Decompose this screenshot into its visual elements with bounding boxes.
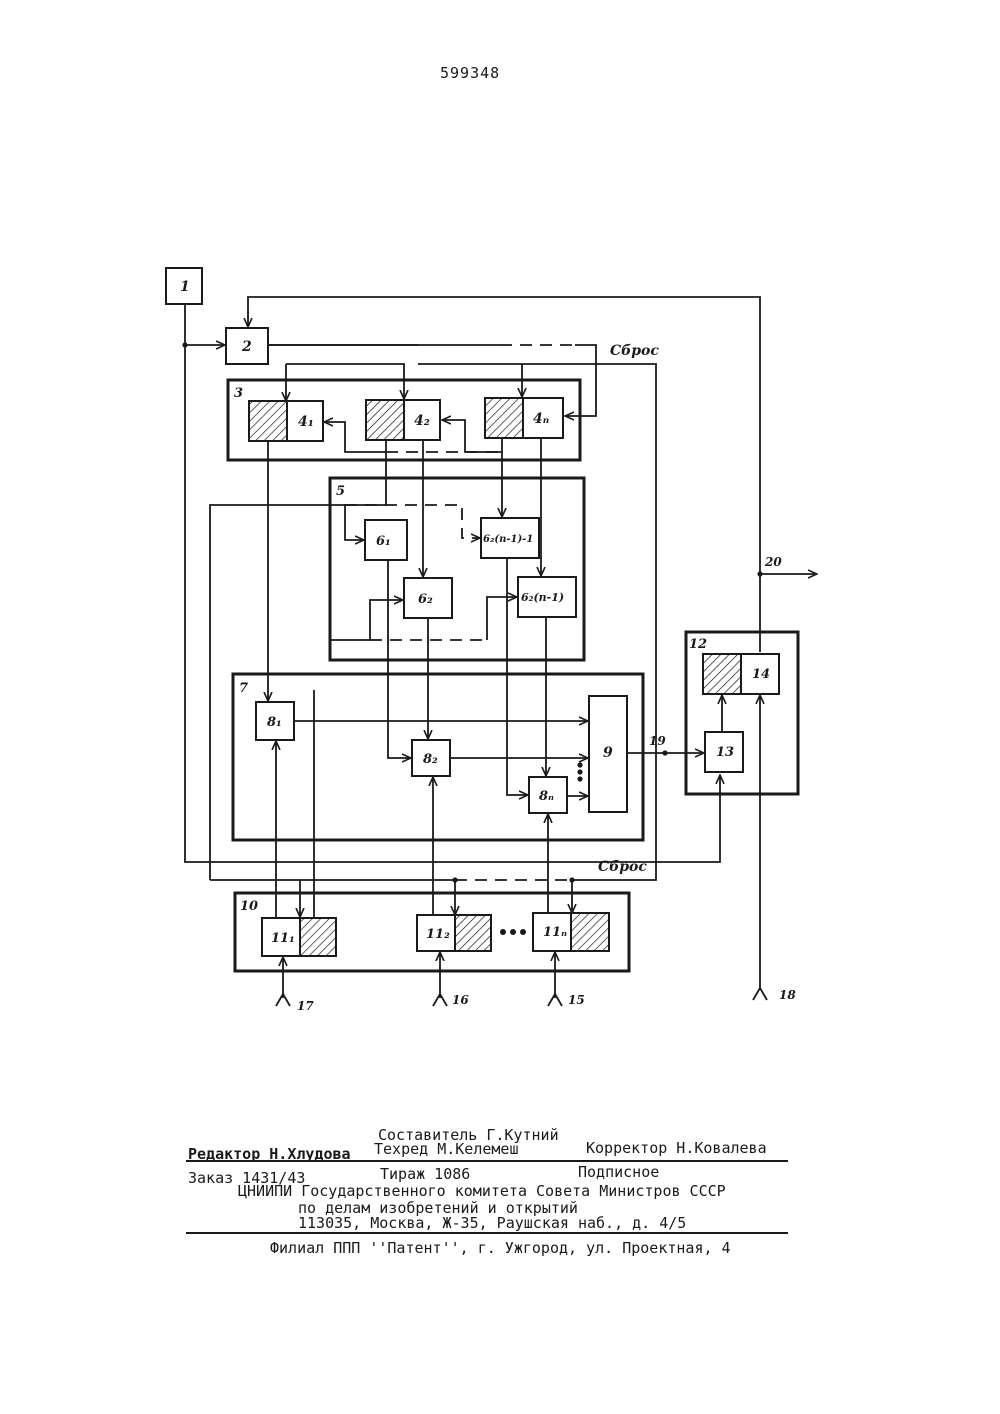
label-block-14: 14 bbox=[752, 667, 770, 682]
label-group-10: 10 bbox=[240, 899, 258, 914]
branch: Филиал ППП ''Патент'', г. Ужгород, ул. П… bbox=[270, 1239, 731, 1257]
address: 113035, Москва, Ж-35, Раушская наб., д. … bbox=[298, 1214, 686, 1232]
register-4-1-hatched bbox=[249, 401, 287, 441]
imprint-divider bbox=[186, 1160, 788, 1162]
label-block-1: 1 bbox=[180, 279, 190, 295]
label-node-19: 19 bbox=[649, 734, 666, 748]
label-block-8-n: 8ₙ bbox=[539, 789, 554, 804]
label-input-18: 18 bbox=[779, 988, 796, 1002]
label-reset-top: Сброс bbox=[610, 343, 659, 359]
label-block-6-2: 6₂ bbox=[418, 592, 433, 607]
label-block-11-2: 11₂ bbox=[426, 927, 450, 942]
label-register-4-n: 4ₙ bbox=[533, 411, 549, 427]
register-4-2-hatched bbox=[366, 400, 404, 440]
label-block-8-2: 8₂ bbox=[423, 752, 438, 767]
block-11-2-hatched bbox=[455, 915, 491, 951]
label-input-16: 16 bbox=[452, 993, 469, 1007]
block-11-n-hatched bbox=[571, 913, 609, 951]
block-14-hatched bbox=[703, 654, 741, 694]
corrector: Корректор Н.Ковалева bbox=[586, 1139, 767, 1157]
label-register-4-2: 4₂ bbox=[414, 413, 430, 429]
label-group-12: 12 bbox=[689, 637, 707, 652]
register-4-n-hatched bbox=[485, 398, 523, 438]
label-block-6-b: 6₂(n-1) bbox=[521, 591, 564, 604]
label-block-11-n: 11ₙ bbox=[543, 925, 567, 940]
label-input-15: 15 bbox=[568, 993, 585, 1007]
label-block-8-1: 8₁ bbox=[267, 715, 282, 730]
label-group-3: 3 bbox=[234, 386, 243, 401]
circulation: Тираж 1086 bbox=[380, 1165, 470, 1183]
label-block-2: 2 bbox=[241, 339, 252, 355]
label-group-7: 7 bbox=[239, 681, 248, 696]
label-group-5: 5 bbox=[336, 484, 345, 499]
label-block-11-1: 11₁ bbox=[271, 931, 295, 946]
block-11-1-hatched bbox=[300, 918, 336, 956]
label-output-20: 20 bbox=[764, 555, 782, 569]
label-block-13: 13 bbox=[716, 745, 734, 760]
label-block-9: 9 bbox=[603, 745, 613, 761]
techred: Техред М.Келемеш bbox=[374, 1140, 519, 1158]
label-block-6-a: 6₂(n-1)-1 bbox=[483, 534, 533, 545]
label-block-6-1: 6₁ bbox=[376, 534, 391, 549]
org-line-1: ЦНИИПИ Государственного комитета Совета … bbox=[238, 1182, 726, 1200]
imprint-divider-2 bbox=[186, 1232, 788, 1234]
label-input-17: 17 bbox=[297, 999, 314, 1013]
label-reset-bottom: Сброс bbox=[598, 859, 647, 875]
subscription: Подписное bbox=[578, 1163, 659, 1181]
label-register-4-1: 4₁ bbox=[298, 414, 314, 430]
